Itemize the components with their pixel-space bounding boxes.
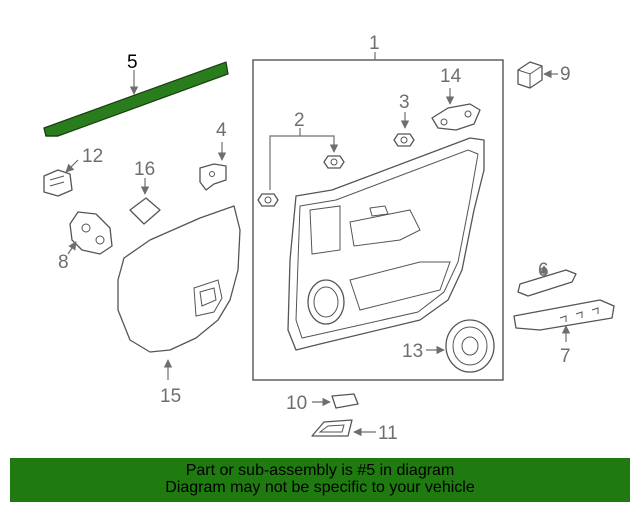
part-4-bracket <box>199 142 227 191</box>
callout-14: 14 <box>440 66 462 87</box>
banner-line-1: Part or sub-assembly is #5 in diagram <box>185 462 455 479</box>
callout-8: 8 <box>58 252 69 273</box>
callout-3: 3 <box>399 92 410 113</box>
callout-12: 12 <box>82 146 103 167</box>
part-15-sealing-cover <box>117 205 241 380</box>
part-8-latch <box>67 211 113 255</box>
parts-diagram: 5 1 2 3 14 <box>43 33 615 444</box>
callout-11: 11 <box>378 423 398 444</box>
callout-1: 1 <box>369 33 380 54</box>
callout-2: 2 <box>294 110 305 131</box>
part-14-bracket <box>431 88 481 131</box>
part-10-cover <box>312 393 359 409</box>
callout-5: 5 <box>127 52 138 73</box>
part-1-door-trim-box <box>252 52 504 381</box>
door-trim-panel <box>287 137 485 351</box>
info-banner: Part or sub-assembly is #5 in diagram Di… <box>10 458 630 502</box>
part-7-switch-base <box>513 299 615 342</box>
part-12-clip <box>43 159 79 197</box>
part-6-armrest-pad <box>517 265 577 297</box>
banner-line-2: Diagram may not be specific to your vehi… <box>165 479 475 496</box>
callout-10: 10 <box>286 393 307 414</box>
callout-6: 6 <box>538 260 549 281</box>
part-9-cap <box>517 61 558 89</box>
part-3-clip <box>393 112 415 147</box>
part-13-speaker <box>426 319 495 373</box>
callout-4: 4 <box>216 120 227 141</box>
callout-7: 7 <box>560 346 571 367</box>
part-11-bezel <box>311 419 376 437</box>
part-16-pad <box>129 178 161 225</box>
part-2-clips <box>257 128 345 207</box>
part-5-belt-moulding[interactable] <box>43 61 229 137</box>
callout-13: 13 <box>402 341 423 362</box>
callout-9: 9 <box>560 64 571 85</box>
callout-15: 15 <box>160 386 181 407</box>
callout-16: 16 <box>134 159 155 180</box>
